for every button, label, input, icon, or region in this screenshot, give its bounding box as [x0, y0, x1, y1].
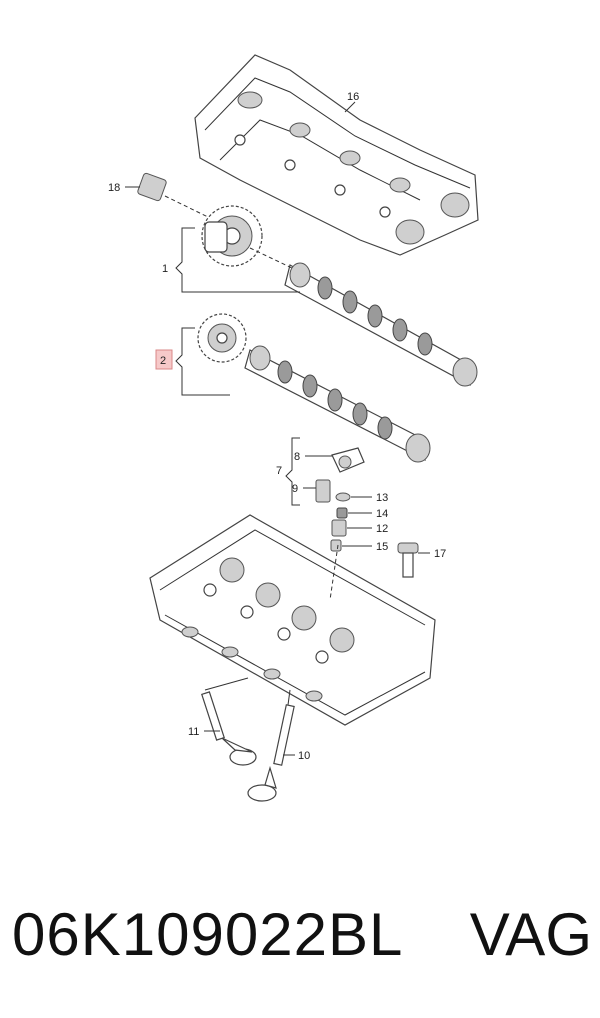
- callout-8: 8: [294, 451, 300, 463]
- callout-16: 16: [347, 91, 359, 103]
- valve-10: [247, 689, 295, 802]
- camshaft-upper: [249, 247, 478, 387]
- part-number: 06K109022BL: [12, 901, 404, 968]
- bolt-17: [397, 542, 419, 578]
- callout-13: 13: [376, 492, 388, 504]
- cylinder-head: [149, 514, 436, 726]
- exploded-parts-diagram: 16 18 1: [108, 54, 479, 802]
- camshaft-sprocket: [197, 313, 247, 363]
- roller-rocker-arm: [331, 447, 365, 473]
- callout-15: 15: [376, 541, 388, 553]
- hydraulic-lifter: [315, 479, 331, 503]
- camshaft-lower: [244, 345, 431, 463]
- callout-18: 18: [108, 182, 120, 194]
- valve-11: [201, 677, 257, 766]
- camshaft-cover: [194, 54, 479, 256]
- camshaft-adjuster: [201, 205, 263, 267]
- footer: 06K109022BL VAG: [12, 900, 592, 980]
- callout-2-highlight: [155, 349, 173, 370]
- callout-9: 9: [292, 483, 298, 495]
- brand-label: VAG: [469, 901, 592, 968]
- callout-14: 14: [376, 508, 388, 520]
- callout-17: 17: [434, 548, 446, 560]
- callout-12: 12: [376, 523, 388, 535]
- callout-10: 10: [298, 750, 310, 762]
- callout-2: 2: [160, 355, 166, 367]
- valve-stem-seal-parts: [330, 492, 351, 552]
- callout-1: 1: [162, 263, 168, 275]
- bolt-18: [137, 172, 211, 219]
- callout-11: 11: [188, 726, 199, 738]
- callout-7: 7: [276, 465, 282, 477]
